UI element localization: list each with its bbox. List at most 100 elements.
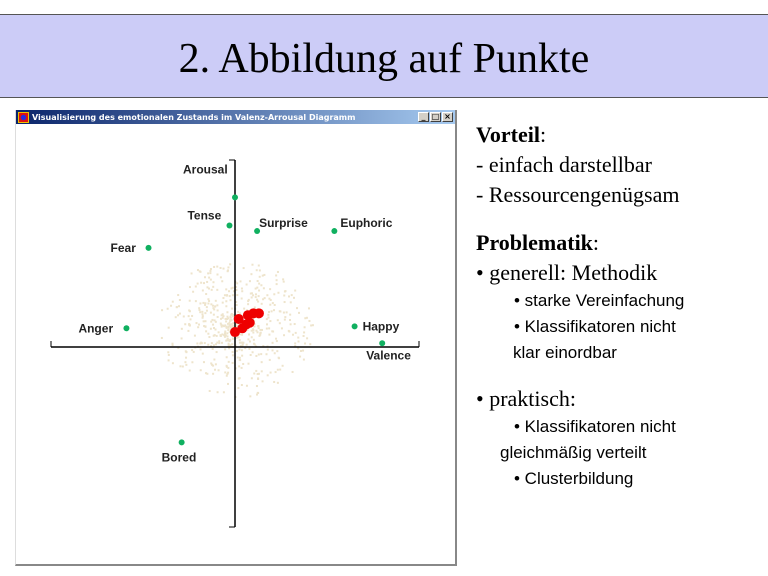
noise-dot bbox=[248, 333, 251, 336]
noise-dot bbox=[191, 314, 194, 317]
noise-dot bbox=[260, 370, 263, 373]
close-button[interactable]: × bbox=[442, 112, 453, 122]
noise-dot bbox=[214, 320, 217, 323]
noise-dot bbox=[160, 336, 163, 339]
noise-dot bbox=[238, 339, 241, 342]
noise-dot bbox=[204, 312, 207, 315]
noise-dot bbox=[209, 311, 212, 314]
noise-dot bbox=[238, 356, 241, 359]
noise-dot bbox=[255, 385, 258, 388]
noise-dot bbox=[184, 361, 187, 364]
emotion-point-happy bbox=[351, 323, 358, 330]
noise-dot bbox=[225, 288, 228, 291]
noise-dot bbox=[171, 344, 174, 347]
window-title: Visualisierung des emotionalen Zustands … bbox=[32, 112, 356, 122]
noise-dot bbox=[205, 330, 208, 333]
noise-dot bbox=[289, 301, 292, 304]
noise-dot bbox=[256, 286, 259, 289]
emotion-point-fear bbox=[145, 244, 152, 251]
noise-dot bbox=[204, 320, 207, 323]
noise-dot bbox=[258, 275, 261, 278]
noise-dot bbox=[208, 276, 211, 279]
noise-dot bbox=[210, 345, 213, 348]
noise-dot bbox=[240, 366, 243, 369]
noise-dot bbox=[252, 342, 255, 345]
noise-dot bbox=[198, 270, 201, 273]
noise-dot bbox=[217, 331, 220, 334]
noise-dot bbox=[276, 270, 279, 273]
noise-dot bbox=[239, 344, 242, 347]
noise-dot bbox=[188, 323, 191, 326]
noise-dot bbox=[216, 309, 219, 312]
noise-dot bbox=[211, 304, 214, 307]
noise-dot bbox=[177, 346, 180, 349]
noise-dot bbox=[206, 286, 209, 289]
noise-dot bbox=[306, 337, 309, 340]
sub-item-cont: klar einordbar bbox=[513, 343, 617, 362]
noise-dot bbox=[211, 318, 214, 321]
noise-dot bbox=[273, 293, 276, 296]
noise-dot bbox=[210, 342, 213, 345]
noise-dot bbox=[266, 348, 269, 351]
noise-dot bbox=[211, 347, 214, 350]
noise-dot bbox=[200, 342, 203, 345]
noise-dot bbox=[197, 326, 200, 329]
noise-dot bbox=[229, 263, 232, 266]
noise-dot bbox=[229, 324, 232, 327]
noise-dot bbox=[207, 272, 210, 275]
noise-dot bbox=[189, 318, 192, 321]
noise-dot bbox=[247, 303, 250, 306]
noise-dot bbox=[269, 303, 272, 306]
noise-dot bbox=[205, 306, 208, 309]
noise-dot bbox=[228, 347, 231, 350]
noise-dot bbox=[231, 324, 234, 327]
noise-dot bbox=[240, 341, 243, 344]
noise-dot bbox=[223, 334, 226, 337]
noise-dot bbox=[280, 327, 283, 330]
noise-dot bbox=[245, 283, 248, 286]
noise-dot bbox=[221, 280, 224, 283]
noise-dot bbox=[227, 266, 230, 269]
noise-dot bbox=[235, 301, 238, 304]
noise-dot bbox=[250, 377, 253, 380]
noise-dot bbox=[205, 372, 208, 375]
noise-dot bbox=[227, 342, 230, 345]
noise-dot bbox=[247, 338, 250, 341]
noise-dot bbox=[241, 333, 244, 336]
vorteil-heading: Vorteil bbox=[476, 122, 540, 147]
noise-dot bbox=[224, 332, 227, 335]
noise-dot bbox=[171, 300, 174, 303]
noise-dot bbox=[229, 318, 232, 321]
minimize-button[interactable]: _ bbox=[418, 112, 429, 122]
noise-dot bbox=[311, 324, 314, 327]
noise-dot bbox=[284, 316, 287, 319]
noise-dot bbox=[252, 294, 255, 297]
noise-dot bbox=[212, 281, 215, 284]
noise-dot bbox=[231, 294, 234, 297]
maximize-button[interactable]: □ bbox=[430, 112, 441, 122]
noise-dot bbox=[250, 336, 253, 339]
window-titlebar[interactable]: Visualisierung des emotionalen Zustands … bbox=[16, 110, 455, 124]
noise-dot bbox=[302, 334, 305, 337]
noise-dot bbox=[225, 356, 228, 359]
noise-dot bbox=[257, 300, 260, 303]
noise-dot bbox=[241, 290, 244, 293]
noise-dot bbox=[217, 369, 220, 372]
noise-dot bbox=[194, 285, 197, 288]
noise-dot bbox=[235, 285, 238, 288]
noise-dot bbox=[196, 282, 199, 285]
noise-dot bbox=[238, 377, 241, 380]
noise-dot bbox=[289, 323, 292, 326]
noise-dot bbox=[268, 327, 271, 330]
noise-dot bbox=[238, 365, 241, 368]
noise-dot bbox=[252, 338, 255, 341]
colon: : bbox=[539, 122, 547, 147]
noise-dot bbox=[213, 319, 216, 322]
noise-dot bbox=[238, 312, 241, 315]
noise-dot bbox=[218, 340, 221, 343]
noise-dot bbox=[239, 333, 242, 336]
noise-dot bbox=[177, 294, 180, 297]
noise-dot bbox=[257, 372, 260, 375]
noise-dot bbox=[278, 322, 281, 325]
noise-dot bbox=[213, 265, 216, 268]
